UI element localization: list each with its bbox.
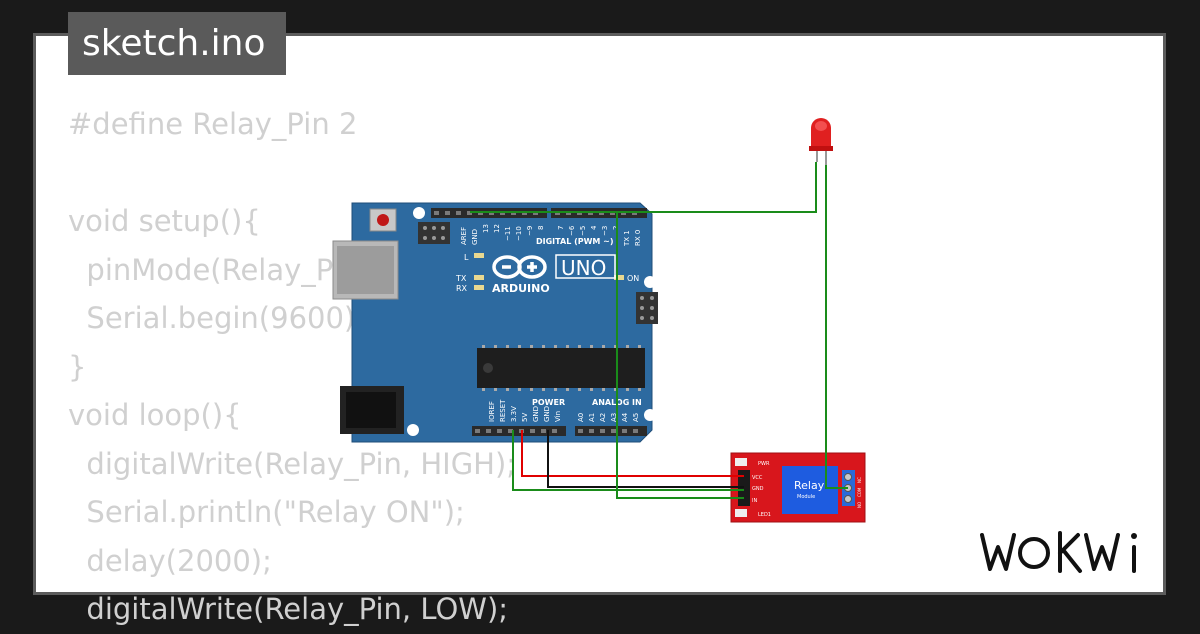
mounting-hole	[644, 276, 656, 288]
code-line: digitalWrite(Relay_Pin, HIGH);	[68, 446, 517, 481]
relay-pin-label: GND	[752, 486, 764, 492]
pin-label: ~6	[568, 225, 576, 236]
pin-label: IOREF	[488, 401, 496, 422]
pin-label: 12	[493, 224, 501, 233]
power-label: POWER	[532, 398, 565, 407]
code-line: delay(2000);	[68, 543, 272, 578]
file-tab-label: sketch.ino	[82, 23, 266, 64]
l-led-label: L	[464, 253, 469, 262]
pin-label: A4	[621, 412, 629, 422]
code-line: digitalWrite(Relay_Pin, LOW);	[68, 592, 509, 626]
pwr-led-label: PWR	[758, 461, 770, 467]
code-line: #define Relay_Pin 2	[68, 107, 358, 141]
pin-label: ~5	[579, 226, 587, 236]
pin-label: GND	[532, 406, 540, 422]
uno-badge	[555, 254, 616, 279]
pin-label: ~9	[526, 226, 534, 236]
pin-label: 7	[557, 226, 565, 230]
pin-label: A1	[588, 413, 596, 422]
pin-label: ~10	[515, 226, 523, 241]
mounting-hole	[644, 409, 656, 421]
pin-label: RESET	[499, 399, 507, 422]
relay-subtitle: Module	[797, 494, 815, 500]
power-header[interactable]	[472, 426, 566, 436]
power-jack[interactable]	[340, 386, 404, 434]
rx-led	[474, 285, 484, 290]
model-label: UNO	[561, 256, 606, 280]
pin-label: GND	[543, 406, 551, 422]
on-led	[614, 275, 624, 280]
analog-header[interactable]	[575, 426, 647, 436]
rx-led-label: RX	[456, 284, 468, 293]
usb-port[interactable]	[332, 240, 399, 300]
l-led	[474, 253, 484, 258]
pin-label: ~3	[601, 226, 609, 236]
pin-label: TX 1	[623, 230, 631, 247]
pin-label: A2	[599, 413, 607, 422]
pin-label: ~11	[504, 226, 512, 241]
pin-label: GND	[471, 229, 479, 245]
arduino-uno-board[interactable]: AREF GND 13 12 ~11 ~10 ~9 8 7 ~6 ~5 4 ~3…	[332, 202, 658, 443]
pin-label: A5	[632, 413, 640, 422]
wire-signal[interactable]	[616, 213, 744, 499]
code-line: void loop(){	[68, 398, 242, 432]
tx-led	[474, 275, 484, 280]
red-led[interactable]	[809, 118, 833, 165]
terminal-label: COM	[857, 487, 862, 497]
mounting-hole	[407, 424, 419, 436]
file-tab[interactable]: sketch.ino	[68, 12, 286, 75]
wire-gnd-led[interactable]	[470, 162, 817, 213]
reset-button[interactable]	[369, 208, 397, 232]
terminal-label: NC	[857, 477, 862, 483]
led1-label: LED1	[758, 512, 771, 518]
relay-module[interactable]: PWR LED1 VCC GND IN Relay Module NO COM …	[730, 452, 866, 523]
terminal-label: NO	[857, 502, 862, 508]
wire-3v3[interactable]	[512, 430, 744, 491]
pin-label: 3.3V	[510, 406, 518, 422]
brand-label: ARDUINO	[492, 282, 550, 295]
pin-label: 13	[482, 224, 490, 233]
wire-led-relay[interactable]	[825, 165, 848, 489]
icsp-header	[418, 222, 450, 244]
icsp-header-2	[636, 292, 658, 324]
mounting-hole	[413, 207, 425, 219]
pin-label: A0	[577, 413, 585, 422]
code-line: }	[68, 349, 87, 384]
pin-label: RX 0	[634, 230, 642, 246]
relay-pin-label: VCC	[752, 475, 763, 481]
code-line: void setup(){	[68, 204, 261, 238]
on-led-label: ON	[627, 274, 639, 283]
pin-label: AREF	[460, 227, 468, 245]
arduino-infinity-logo	[492, 255, 547, 279]
wokwi-logo	[980, 531, 1137, 573]
relay-title: Relay	[794, 479, 825, 492]
tx-led-label: TX	[455, 274, 467, 283]
pin-label: 5V	[521, 413, 529, 422]
wire-5v[interactable]	[521, 430, 744, 477]
wire-gnd[interactable]	[547, 430, 744, 488]
pin-label: 8	[537, 226, 545, 230]
pin-label: Vin	[554, 411, 562, 422]
digital-label: DIGITAL (PWM ~)	[536, 237, 614, 246]
pin-label: A3	[610, 413, 618, 422]
pin-label: 4	[590, 225, 598, 230]
code-line: Serial.println("Relay ON");	[68, 495, 465, 529]
relay-pin-label: IN	[752, 498, 757, 504]
atmega-chip	[477, 345, 645, 391]
code-line: Serial.begin(9600);	[68, 301, 366, 335]
